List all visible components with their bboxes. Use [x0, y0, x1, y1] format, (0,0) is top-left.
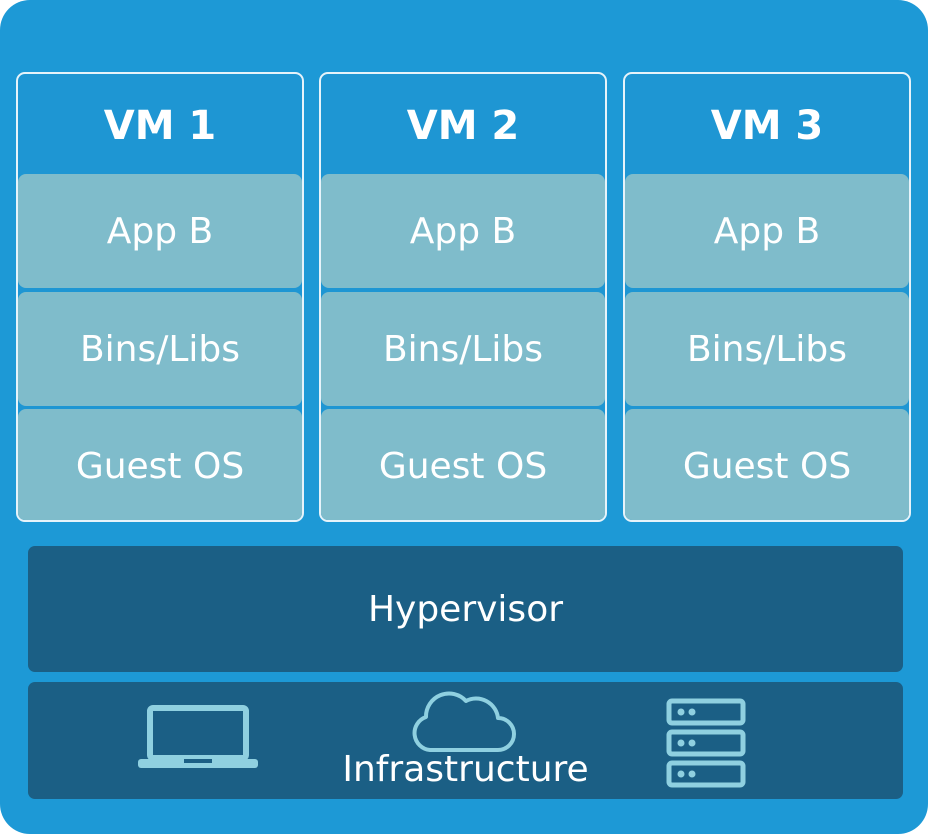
vm-2-stack: VM 2 App B Bins/Libs Guest OS	[319, 72, 607, 522]
vm-3-app-layer: App B	[625, 174, 909, 288]
vm-1-app-layer: App B	[18, 174, 302, 288]
vm-1-guest-os-layer: Guest OS	[18, 409, 302, 520]
vm-3-bins-libs-layer: Bins/Libs	[625, 292, 909, 406]
cloud-icon	[410, 686, 518, 754]
vm-2-title: VM 2	[406, 103, 520, 149]
vm-1-bins-libs-layer: Bins/Libs	[18, 292, 302, 406]
vm-3-stack: VM 3 App B Bins/Libs Guest OS	[623, 72, 911, 522]
vm-2-guest-os-layer: Guest OS	[321, 409, 605, 520]
vm-1-stack: VM 1 App B Bins/Libs Guest OS	[16, 72, 304, 522]
hypervisor-layer: Hypervisor	[28, 546, 903, 672]
vm-1-title: VM 1	[103, 103, 217, 149]
vm-3-guest-os-layer: Guest OS	[625, 409, 909, 520]
laptop-icon	[136, 704, 260, 770]
infrastructure-label: Infrastructure	[342, 749, 589, 790]
vm-2-app-layer: App B	[321, 174, 605, 288]
server-icon	[666, 698, 746, 790]
vm-2-bins-libs-layer: Bins/Libs	[321, 292, 605, 406]
infrastructure-layer: Infrastructure	[28, 682, 903, 799]
vm-3-title: VM 3	[710, 103, 824, 149]
